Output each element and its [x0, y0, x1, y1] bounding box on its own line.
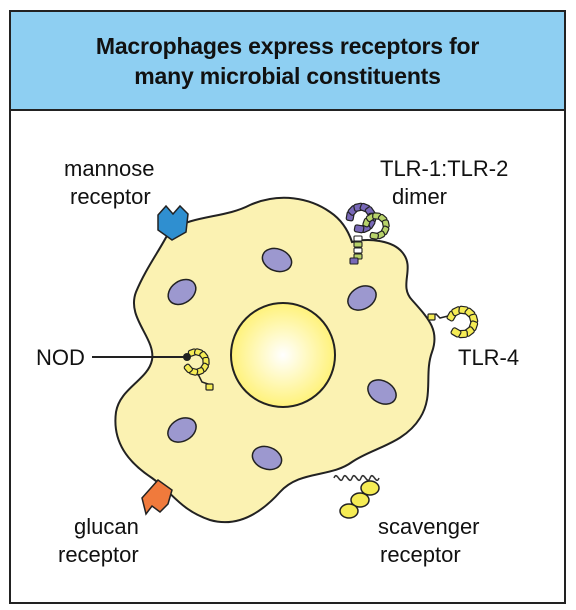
label-glucan-line1: glucan [74, 514, 139, 539]
tlr-stem-segment [353, 235, 363, 242]
tlr-4-segment [450, 327, 462, 338]
tlr-1-segment [349, 257, 359, 265]
label-nod: NOD [36, 345, 85, 370]
scavenger-coil [333, 475, 380, 481]
label-tlr12-line1: TLR-1:TLR-2 [380, 156, 508, 181]
label-tlr12-line2: dimer [392, 184, 447, 209]
title-line-1: Macrophages express receptors for [95, 32, 480, 59]
glucan-receptor-icon [141, 478, 173, 516]
tlr-1-segment [353, 224, 365, 234]
scavenger-bead [339, 503, 359, 519]
organelle [251, 445, 283, 471]
nod-pointer-dot [183, 353, 191, 361]
tlr-2-segment [369, 231, 380, 240]
scavenger-bead [360, 480, 380, 496]
tlr-4-icon [427, 305, 479, 339]
organelle [347, 285, 377, 311]
organelle [367, 379, 397, 405]
diagram-frame: Macrophages express receptors for many m… [9, 10, 566, 604]
organelle [261, 247, 293, 273]
tlr-stem-segment [353, 247, 363, 254]
title-banner: Macrophages express receptors for many m… [11, 12, 564, 111]
nod-icon [183, 348, 214, 391]
label-mannose-line1: mannose [64, 156, 155, 181]
nod-segment [183, 363, 193, 374]
title-line-2: many microbial constituents [134, 62, 441, 89]
mannose-receptor-icon [157, 204, 189, 241]
scavenger-receptor-icon [333, 475, 380, 519]
organelle [167, 417, 197, 443]
label-glucan-line2: receptor [58, 542, 139, 567]
organelle [167, 278, 197, 306]
tlr-4-segment [427, 313, 436, 321]
label-scavenger-line1: scavenger [378, 514, 480, 539]
nod-segment [205, 383, 214, 391]
tlr-1-tlr-2-dimer-icon [345, 202, 390, 265]
label-mannose-line2: receptor [70, 184, 151, 209]
label-scavenger-line2: receptor [380, 542, 461, 567]
nucleus [230, 302, 336, 408]
organelles [167, 247, 397, 471]
scavenger-bead [350, 492, 370, 508]
tlr-stem-segment [353, 241, 363, 248]
label-tlr4: TLR-4 [458, 345, 519, 370]
